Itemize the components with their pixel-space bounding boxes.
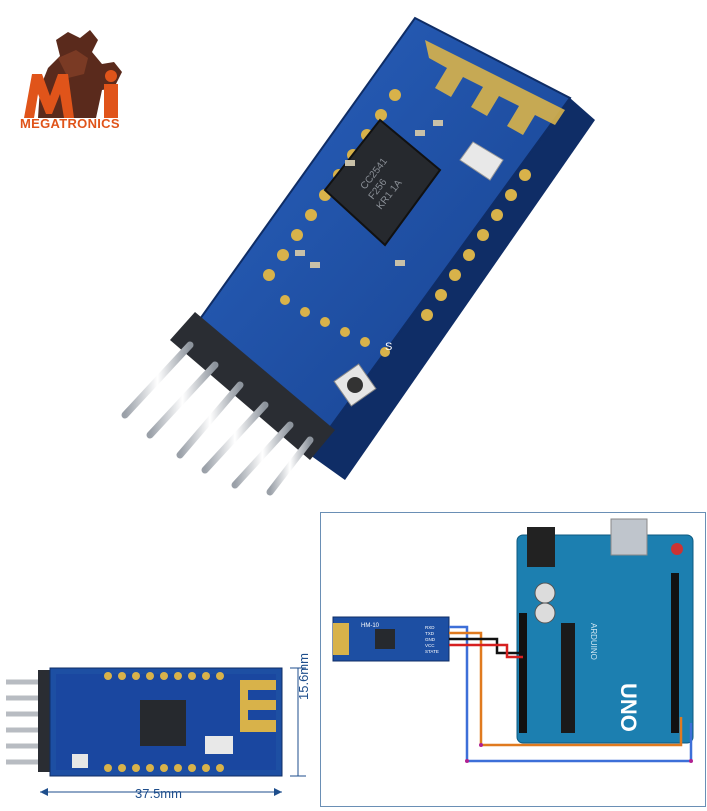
width-dimension-label: 37.5mm [135,786,182,801]
module-pin-txd: TXD [425,631,435,636]
module-dimension-drawing [6,667,306,796]
wiring-diagram: UNO ARDUINO HM-10 RXD TXD GND VCC STATE [332,518,694,763]
vcc-wire [449,643,523,659]
wiring-diagram-frame: UNO ARDUINO HM-10 RXD TXD GND VCC STATE [320,512,706,807]
module-pin-state: STATE [425,649,439,654]
module-pin-gnd: GND [425,637,436,642]
pin-label: S [385,341,392,353]
board-name: UNO [616,683,641,732]
module-pin-vcc: VCC [425,643,435,648]
brand-name: MEGATRONICS [20,116,120,131]
height-dimension-label: 15.6mm [296,653,311,700]
module-label: HM-10 [361,623,380,629]
module-pin-rxd: RXD [425,625,435,630]
board-brand: ARDUINO [589,623,598,660]
megatronics-logo [24,30,122,118]
bluetooth-module-photo: CC2541 F256 KR1 1A S [121,16,595,496]
